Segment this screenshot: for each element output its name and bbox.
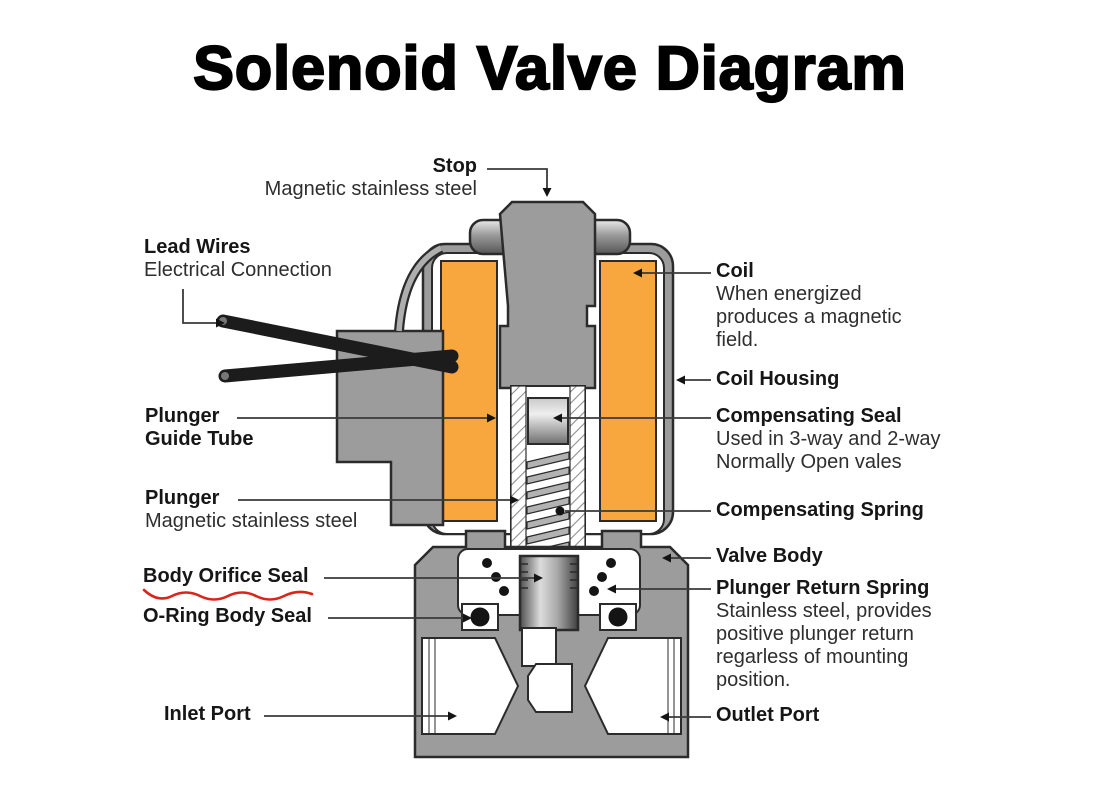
label-lead-wires: Lead Wires Electrical Connection [144,236,332,282]
red-squiggle-underline [142,588,314,601]
label-outlet-port-title: Outlet Port [716,704,820,726]
label-lead-wires-desc: Electrical Connection [144,259,332,281]
label-compensating-spring: Compensating Spring [716,499,924,522]
label-stop-desc: Magnetic stainless steel [264,178,477,200]
label-compensating-seal: Compensating Seal Used in 3-way and 2-wa… [716,405,964,474]
label-plunger-desc: Magnetic stainless steel [145,510,358,532]
orifice-plug-part [527,663,573,713]
seal-dots [482,558,616,596]
label-coil: Coil When energized produces a magnetic … [716,260,928,352]
plunger-guide-tube-part [510,385,586,561]
label-stop: Stop Magnetic stainless steel [265,155,477,201]
connector-box-part [335,329,445,527]
mounting-strap-part [394,243,444,332]
label-coil-desc: When energized produces a magnetic field… [716,283,902,351]
plunger-part [518,554,580,632]
coil-part [440,260,657,522]
label-plunger-return-spring-desc: Stainless steel, provides positive plung… [716,600,932,691]
label-o-ring-body-seal: O-Ring Body Seal [143,605,312,628]
label-plunger: Plunger Magnetic stainless steel [145,487,357,533]
label-body-orifice-seal-title: Body Orifice Seal [143,565,309,587]
o-ring-left [470,607,490,627]
label-valve-body: Valve Body [716,545,823,568]
label-compensating-seal-desc: Used in 3-way and 2-way Normally Open va… [716,428,941,473]
inlet-port-cavity [421,637,520,735]
label-body-orifice-seal: Body Orifice Seal [143,565,309,588]
label-coil-housing: Coil Housing [716,368,839,391]
flow-channel [521,627,557,667]
label-o-ring-body-seal-title: O-Ring Body Seal [143,605,312,627]
coil-right [599,260,657,522]
valve-body-part [413,529,690,759]
outlet-port-cavity [583,637,682,735]
label-outlet-port: Outlet Port [716,704,819,727]
label-plunger-return-spring-title: Plunger Return Spring [716,577,930,599]
leader-lines [182,168,711,722]
label-plunger-title: Plunger [145,487,220,509]
o-ring-right [608,607,628,627]
label-coil-title: Coil [716,260,754,282]
label-plunger-guide-tube: Plunger Guide Tube [145,405,263,451]
label-plunger-guide-tube-title: Plunger Guide Tube [145,405,254,450]
label-plunger-return-spring: Plunger Return Spring Stainless steel, p… [716,577,956,692]
label-coil-housing-title: Coil Housing [716,368,840,390]
label-compensating-seal-title: Compensating Seal [716,405,902,427]
label-inlet-port: Inlet Port [164,703,251,726]
lead-wires-part [216,314,459,383]
page-title: Solenoid Valve Diagram [192,34,907,102]
label-compensating-spring-title: Compensating Spring [716,499,924,521]
label-stop-title: Stop [432,155,477,177]
label-valve-body-title: Valve Body [716,545,823,567]
label-lead-wires-title: Lead Wires [144,236,251,258]
stop-part [498,200,597,390]
label-inlet-port-title: Inlet Port [164,703,251,725]
coil-left [440,260,498,522]
